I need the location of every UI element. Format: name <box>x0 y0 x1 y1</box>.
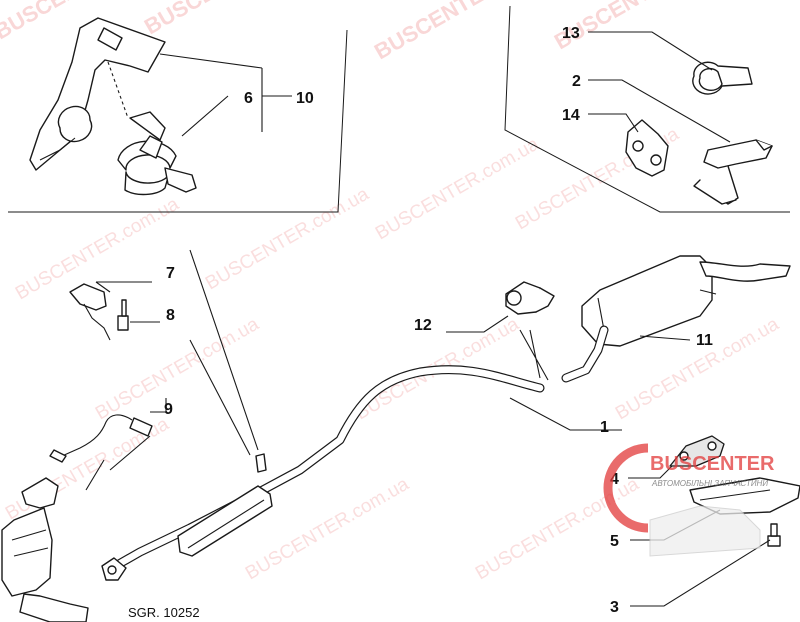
catalytic-converter <box>1 477 89 622</box>
callout-12: 12 <box>414 317 432 334</box>
watermark-text: BUSCENTER.com.ua <box>202 184 373 295</box>
leader-14 <box>588 113 639 133</box>
part-3-bolt <box>767 523 781 547</box>
callout-3: 3 <box>610 599 619 616</box>
leader-6-10 <box>261 68 292 132</box>
leader-2 <box>588 79 731 143</box>
part-13-clip <box>692 61 753 95</box>
callout-2: 2 <box>572 73 581 90</box>
callout-9: 9 <box>164 401 173 418</box>
inset-frame-top-left <box>8 29 348 213</box>
drawing-code: SGR. 10252 <box>128 605 200 620</box>
part-9-lambda-sensor <box>49 414 153 463</box>
guide-lines <box>85 249 259 491</box>
part-4-rubber-hanger <box>669 435 725 467</box>
callout-7: 7 <box>166 265 175 282</box>
part-8-bolt <box>117 299 129 331</box>
callout-1: 1 <box>600 419 609 436</box>
leader-11 <box>639 335 691 341</box>
callout-10: 10 <box>296 90 314 107</box>
leader-6 <box>159 53 263 137</box>
leader-12 <box>446 315 549 381</box>
callout-6: 6 <box>244 90 253 107</box>
part-14-rubber-mount <box>625 119 669 177</box>
leader-3 <box>630 539 771 607</box>
leader-9 <box>150 398 167 413</box>
watermark-text: BUSCENTER <box>140 0 271 39</box>
watermark-text: BUSCENTER.com.ua <box>472 474 643 585</box>
leader-1 <box>509 397 622 431</box>
inset-frame-top-right <box>504 5 790 213</box>
callout-5: 5 <box>610 533 619 550</box>
part-2-bracket <box>693 139 773 205</box>
leader-7 <box>95 281 152 293</box>
part-12-clamp <box>505 281 555 315</box>
clamp-bracket-assembly <box>29 17 197 196</box>
callout-13: 13 <box>562 25 580 42</box>
callout-8: 8 <box>166 307 175 324</box>
watermark-text: BUSCENTER.com.ua <box>12 194 183 305</box>
leader-4 <box>628 465 673 479</box>
watermark-text: BUSCENTER <box>370 0 501 64</box>
part-5-bracket <box>689 477 800 515</box>
callout-4: 4 <box>610 471 619 488</box>
part-1-exhaust-pipe <box>101 365 545 581</box>
callout-11: 11 <box>696 332 713 349</box>
leader-13 <box>588 31 713 71</box>
watermark-text: BUSCENTER.com.ua <box>372 134 543 245</box>
buscenter-logo: BUSCENTER АВТОМОБІЛЬНІ ЗАПЧАСТИНИ <box>603 443 775 557</box>
logo-name: BUSCENTER <box>650 453 775 475</box>
part-11-rear-silencer <box>561 255 791 383</box>
callout-14: 14 <box>562 107 580 124</box>
part-7-bracket <box>69 283 111 341</box>
van-silhouette-icon <box>649 505 761 557</box>
logo-tagline: АВТОМОБІЛЬНІ ЗАПЧАСТИНИ <box>651 479 768 488</box>
